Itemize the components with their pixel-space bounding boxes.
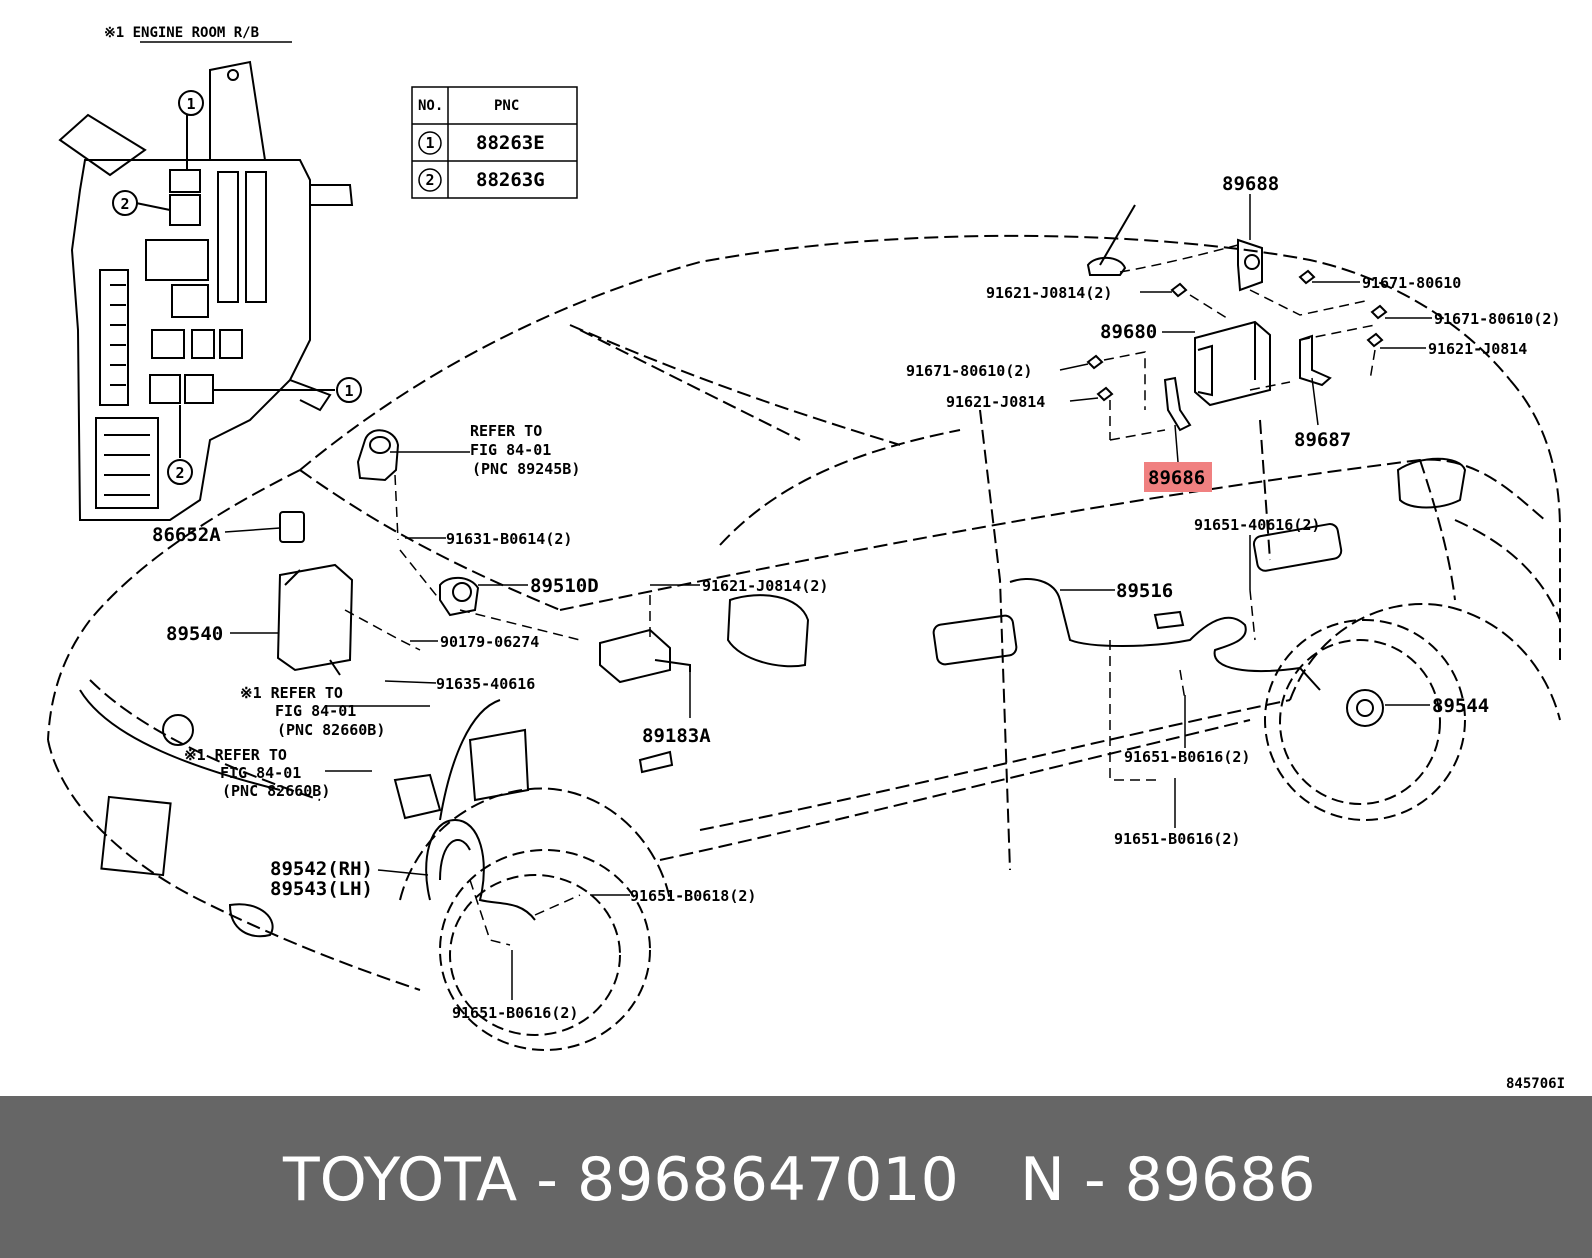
label-91621-j0814-2-mid: 91621-J0814(2): [702, 577, 828, 595]
label-89542-rh: 89542(RH): [270, 858, 373, 880]
footer-pnc-code: N - 89686: [1020, 1145, 1316, 1215]
engine-room-header-note: ※1 ENGINE ROOM R/B: [104, 25, 259, 41]
callout-1-right: 1: [344, 382, 353, 400]
label-89183a: 89183A: [642, 725, 711, 747]
footer-bar: [0, 1096, 1592, 1258]
label-86652a: 86652A: [152, 524, 221, 546]
label-89687: 89687: [1294, 429, 1351, 451]
pnc-table: [411, 86, 578, 199]
assembly-dash-lines: [344, 244, 1376, 946]
callout-circles: [112, 90, 362, 485]
callout-2-left: 2: [120, 195, 129, 213]
callout-1-top: 1: [186, 95, 195, 113]
callout-2-bottom: 2: [175, 464, 184, 482]
label-89688: 89688: [1222, 173, 1279, 195]
pnc-table-row1-no: 1: [425, 134, 434, 152]
pnc-table-row1-pnc: 88263E: [476, 132, 545, 154]
rear-wheel: [1264, 619, 1466, 821]
label-91651-b0618: 91651-B0618(2): [630, 887, 756, 905]
label-91651-b0616-lower: 91651-B0616(2): [1114, 830, 1240, 848]
pnc-table-row2-pnc: 88263G: [476, 169, 545, 191]
car-body-outline: [47, 234, 1561, 991]
refer-note-1-line3: (PNC 89245B): [472, 460, 580, 478]
label-89680: 89680: [1100, 321, 1157, 343]
leader-lines: [224, 194, 1432, 1000]
label-89544: 89544: [1432, 695, 1489, 717]
label-89543-lh: 89543(LH): [270, 878, 373, 900]
figure-id: 845706I: [1506, 1076, 1565, 1092]
part-drawings: [276, 204, 1388, 921]
pnc-table-header-no: NO.: [418, 98, 443, 114]
label-89686-target: 89686: [1148, 467, 1205, 489]
label-89516: 89516: [1116, 580, 1173, 602]
refer-note-2-line1: ※1 REFER TO: [240, 684, 343, 702]
label-91651-b0616-front: 91651-B0616(2): [452, 1004, 578, 1022]
label-91631-b0614: 91631-B0614(2): [446, 530, 572, 548]
refer-note-2-line3: (PNC 82660B): [277, 721, 385, 739]
label-89540: 89540: [166, 623, 223, 645]
label-89510d: 89510D: [530, 575, 599, 597]
refer-note-1-line2: FIG 84-01: [470, 441, 551, 459]
label-91621-j0814-2-top: 91621-J0814(2): [986, 284, 1112, 302]
label-91671-80610: 91671-80610: [1362, 274, 1461, 292]
body-details: [79, 457, 1467, 938]
label-91621-j0814-right: 91621-J0814: [1428, 340, 1527, 358]
pnc-table-row2-no: 2: [425, 171, 434, 189]
refer-note-2-line2: FIG 84-01: [275, 702, 356, 720]
label-91651-b0616-upper: 91651-B0616(2): [1124, 748, 1250, 766]
refer-note-3-line2: FIG 84-01: [220, 764, 301, 782]
label-91651-40616: 91651-40616(2): [1194, 516, 1320, 534]
refer-note-3-line1: ※1 REFER TO: [184, 746, 287, 764]
refer-note-1-line1: REFER TO: [470, 422, 542, 440]
refer-note-3-line3: (PNC 82660B): [222, 782, 330, 800]
footer-brand-part-number: TOYOTA - 8968647010: [283, 1145, 959, 1215]
label-91671-80610-2-left: 91671-80610(2): [906, 362, 1032, 380]
label-91621-j0814-left: 91621-J0814: [946, 393, 1045, 411]
target-part-highlight: [1144, 462, 1212, 492]
label-90179-06274: 90179-06274: [440, 633, 539, 651]
engine-room-relay-block: [58, 60, 354, 521]
pnc-table-header-pnc: PNC: [494, 98, 519, 114]
exploded-parts-diagram: 1 2 1 2 ※1 ENGINE ROOM R/B NO. PNC 1 882…: [47, 25, 1565, 1092]
label-91671-80610-2-right: 91671-80610(2): [1434, 310, 1560, 328]
label-91635-40616: 91635-40616: [436, 675, 535, 693]
front-wheel: [439, 849, 651, 1051]
